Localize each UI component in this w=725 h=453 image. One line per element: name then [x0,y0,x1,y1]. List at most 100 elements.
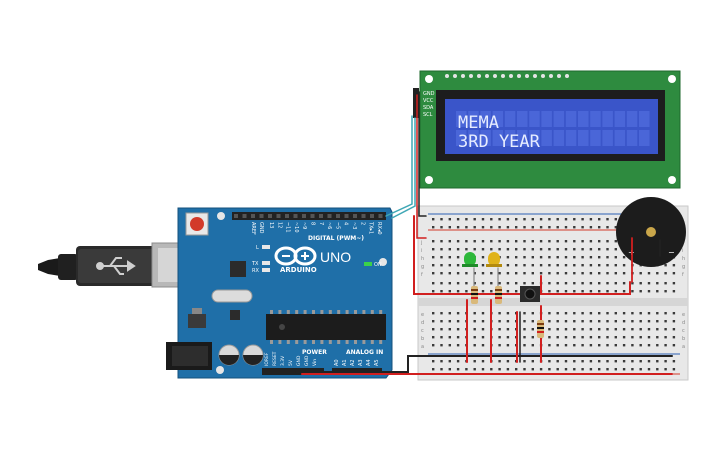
digital-pin-label: ~11 [285,222,291,233]
svg-text:e: e [682,312,685,318]
on-label: ON [374,262,382,268]
yellow-led[interactable] [486,252,502,267]
digital-pin-label: RX◂0 [376,222,382,235]
board-leds: L TX RX [251,245,270,274]
usb-chip [230,261,246,277]
svg-text:d: d [682,320,685,326]
digital-pin-label: TX▸1 [368,221,374,234]
power-header[interactable] [262,368,324,375]
digital-pin-label: ~5 [334,222,340,229]
power-pin-label: GND [296,355,302,366]
analog-pin-label: A1 [342,359,348,366]
analog-pin-label: A3 [358,359,364,366]
breadboard-row-letters: jjiihhggffeeddccbbaa [420,240,685,350]
mounting-hole [217,212,225,220]
svg-text:a: a [682,344,685,350]
reset-button[interactable] [185,212,209,236]
digital-pin-label: 12 [276,222,282,228]
digital-pin-label: 4 [343,222,349,225]
resistor[interactable] [495,286,502,304]
atmega-chip [266,310,386,344]
digital-pin-label: 8 [310,222,316,225]
i2c-pin-label: GND [423,91,435,97]
svg-text:h: h [421,256,424,262]
small-ic [230,310,240,320]
voltage-regulator [188,314,206,328]
svg-text:f: f [682,272,684,278]
gnd-label: GND [258,222,264,234]
power-label: POWER [302,349,327,356]
power-pin-label: Vin [312,359,318,366]
power-pin-label: 3.3V [280,355,286,366]
svg-text:e: e [421,312,424,318]
digital-pin-label: ~9 [301,222,307,229]
lcd-top-pins [445,74,569,78]
power-pin-label: 5V [288,359,294,366]
i2c-header[interactable] [413,88,419,118]
mounting-hole [425,176,433,184]
svg-text:i: i [421,248,422,254]
svg-text:f: f [421,272,423,278]
svg-text:h: h [682,256,685,262]
analog-pin-label: A0 [334,359,340,366]
digital-header[interactable] [232,212,386,220]
arduino-brand-label: ARDUINO [280,266,317,274]
analog-in-label: ANALOG IN [346,349,383,356]
svg-text:b: b [682,336,685,342]
i2c-pin-label: SCL [423,112,433,118]
mounting-hole [379,258,387,266]
lcd-line-2: 3RD YEAR [458,132,541,152]
analog-pin-label: A2 [350,359,356,366]
crystal-oscillator [211,289,253,303]
svg-text:d: d [421,320,424,326]
svg-text:i: i [682,248,683,254]
svg-text:g: g [421,264,424,270]
svg-text:TX: TX [251,261,259,267]
uno-label: UNO [320,249,351,265]
svg-text:j: j [420,240,422,246]
power-pin-label: IOREF [264,352,270,366]
svg-text:L: L [256,245,259,251]
digital-pin-label: ~3 [351,222,357,229]
i2c-pin-label: VCC [423,98,434,104]
mounting-hole [668,75,676,83]
resistor[interactable] [537,320,544,338]
digital-pin-label: 13 [268,222,274,228]
push-button[interactable] [520,286,540,302]
svg-text:RX: RX [252,268,259,274]
piezo-buzzer[interactable]: + − [616,197,686,267]
svg-text:c: c [421,328,424,334]
mounting-hole [425,75,433,83]
svg-text:c: c [682,328,685,334]
i2c-pin-label: SDA [423,105,434,111]
digital-pin-label: ~10 [293,222,299,233]
usb-icon [96,257,136,275]
svg-text:g: g [682,264,685,270]
lcd-line-1: MEMA [458,113,499,133]
digital-pin-label: 2 [359,222,365,225]
arduino-logo-icon [274,246,317,266]
mounting-hole [668,176,676,184]
capacitors [218,344,264,366]
svg-text:b: b [421,336,424,342]
green-led[interactable] [462,252,478,267]
lcd-character-grid [456,111,650,146]
analog-pin-label: A5 [374,359,380,366]
digital-header-pins [234,214,383,218]
aref-label: AREF [250,222,256,235]
power-pin-label: GND [304,355,310,366]
mounting-hole [216,366,224,374]
resistor[interactable] [471,286,478,304]
digital-pin-label: 7 [318,222,324,225]
digital-pin-label: ~6 [326,222,332,229]
svg-text:a: a [421,344,424,350]
buzzer-minus-label: − [668,248,675,257]
power-jack [166,342,212,370]
analog-pin-label: A4 [366,359,372,366]
digital-pwm-label: DIGITAL (PWM~) [308,235,364,242]
